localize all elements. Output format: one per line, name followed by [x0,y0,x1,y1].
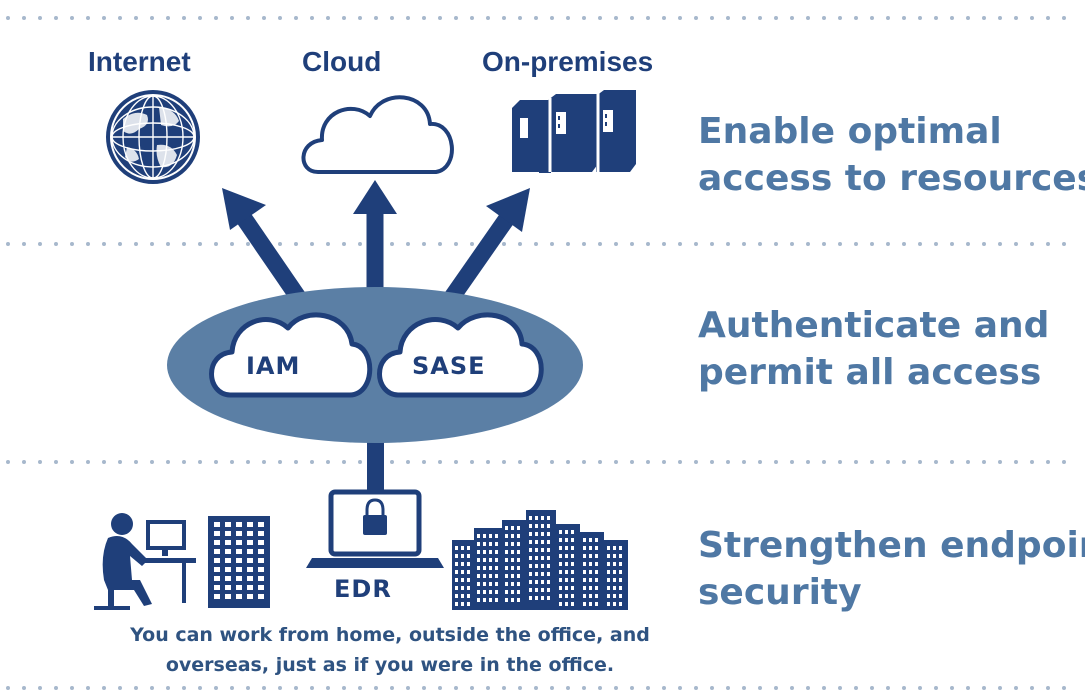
headline-optimal-access-line-2: access to resources [698,158,1085,199]
headline-authenticate-line-1: Authenticate and [698,305,1050,346]
headline-endpoint: Strengthen endpoint security [698,522,1085,616]
headline-endpoint-line-2: security [698,572,862,613]
caption-line-1: You can work from home, outside the offi… [130,624,650,646]
headline-optimal-access: Enable optimal access to resources [698,108,1085,202]
office-building-icon [208,516,270,608]
headline-authenticate-line-2: permit all access [698,352,1042,393]
iam-label: IAM [246,352,301,380]
internet-label: Internet [88,46,191,77]
cloud-label: Cloud [302,46,382,77]
dotted-separator [6,460,1066,464]
iam-cloud-icon [209,312,373,398]
cloud-icon [301,95,454,174]
access-arrows [222,180,530,305]
headline-authenticate: Authenticate and permit all access [698,302,1049,396]
city-skyline-icon [452,510,628,610]
sase-label: SASE [412,352,486,380]
on-premises-label: On-premises [482,46,654,77]
caption: You can work from home, outside the offi… [60,620,720,680]
dotted-separator [6,242,1066,246]
server-rack-icon [512,90,636,173]
dotted-separator [6,686,1066,690]
headline-optimal-access-line-1: Enable optimal [698,111,1002,152]
edr-label: EDR [334,575,392,603]
arrow-icon [443,188,530,305]
caption-line-2: overseas, just as if you were in the off… [165,654,615,676]
dot-rows [6,16,1066,690]
arrow-icon [222,188,308,305]
dotted-separator [6,16,1066,20]
lock-icon [363,498,387,535]
sase-cloud-icon [377,312,544,398]
globe-icon [106,90,200,184]
arrow-icon [353,180,397,300]
headline-endpoint-line-1: Strengthen endpoint [698,525,1085,566]
person-at-desk-icon [94,513,196,610]
